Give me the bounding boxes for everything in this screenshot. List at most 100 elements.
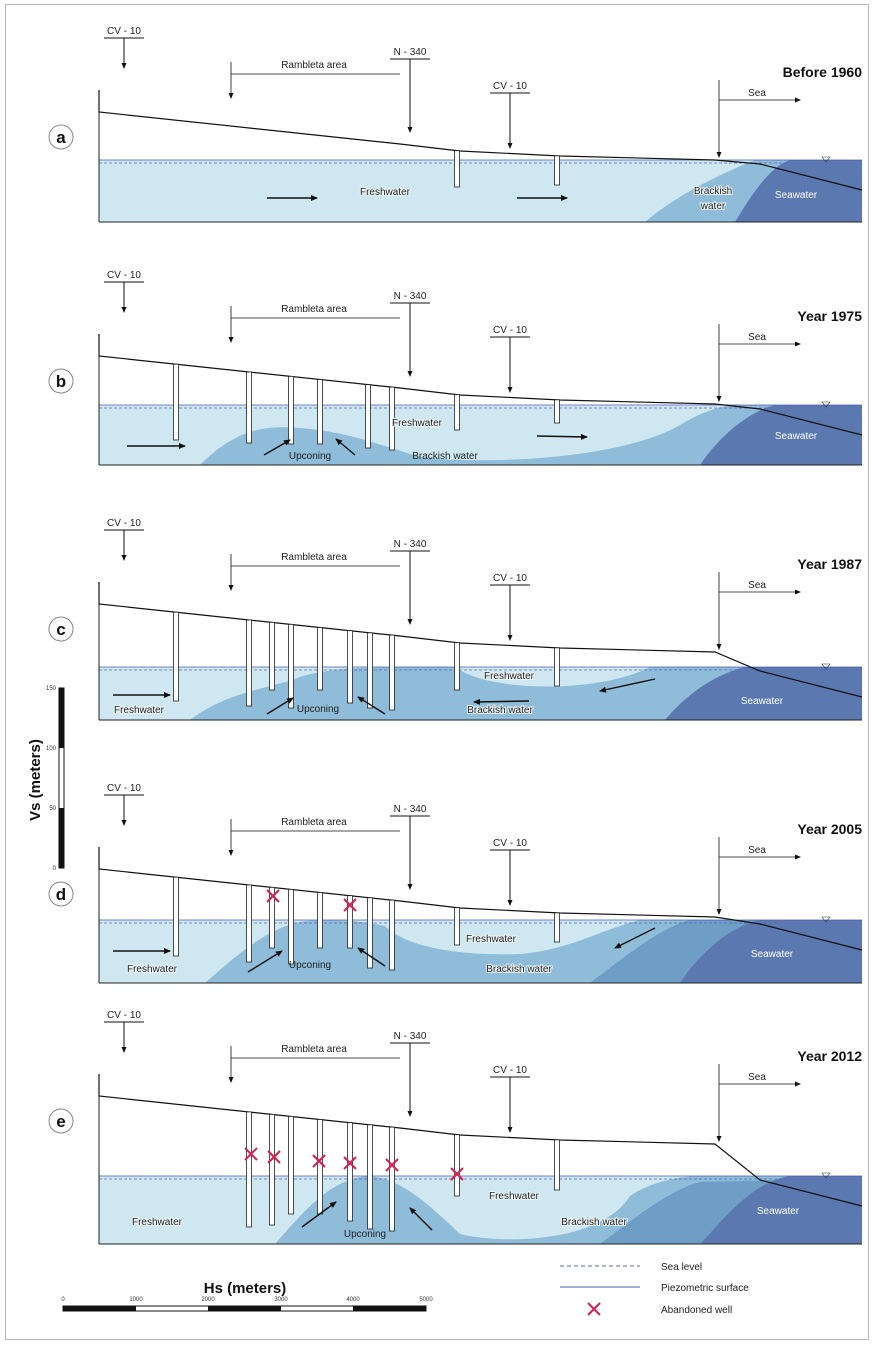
well [173,611,179,702]
well [454,394,460,431]
well [554,155,560,186]
zone-label-brackish-line2: water [700,201,726,212]
horizontal-scale: Hs (meters) 0 1000 2000 3000 4000 5000 [61,1280,433,1312]
panel-letter-circle [48,616,74,642]
seawater-zone [665,667,862,720]
well [246,1111,252,1228]
hs-tick: 2000 [201,1297,215,1303]
well [288,376,294,445]
zone-label-brackish: Brackish water [412,451,478,462]
flow-arrow [599,678,656,693]
n340-label: N - 340 [394,804,427,815]
well [367,1124,373,1230]
sea-label: Sea [748,1072,766,1083]
well [269,621,275,691]
panel-letter: b [56,372,66,391]
panel-letter-circle [48,1108,74,1134]
well [554,912,560,943]
zone-label-seawater: Seawater [757,1206,800,1217]
abandoned-well-icon [385,1158,399,1172]
well [269,886,275,949]
well [454,150,460,188]
flow-arrow [247,950,283,973]
legend: Sea level Piezometric surface Abandoned … [560,1262,749,1316]
vs-tick: 50 [49,806,56,812]
cv10-mid-label: CV - 10 [493,1065,527,1076]
rambleta-label: Rambleta area [281,552,347,563]
legend-piezometric: Piezometric surface [661,1283,749,1294]
hs-tick: 4000 [346,1297,360,1303]
abandoned-well-icon [267,1150,281,1164]
well [347,895,353,949]
brackish-zone [200,405,862,465]
panel-letter-circle [48,124,74,150]
panel-letter-circle [48,881,74,907]
zone-label-upconing: Upconing [297,704,339,715]
flow-arrow [357,947,386,967]
legend-sea-level: Sea level [661,1262,702,1273]
flow-arrow [301,1201,337,1228]
hs-tick: 5000 [419,1297,433,1303]
panel-letter: d [56,885,66,904]
well [454,642,460,691]
panel-year: Year 2012 [797,1048,862,1064]
cv10-mid-label: CV - 10 [493,573,527,584]
well [288,1116,294,1215]
well [367,632,373,709]
zone-label-seawater: Seawater [751,949,794,960]
zone-label-seawater: Seawater [775,431,818,442]
well [317,379,323,445]
vs-tick: 150 [46,686,57,692]
hs-tick: 0 [61,1297,65,1303]
well [173,363,179,441]
zone-label-brackish-line1: Brackish [694,186,732,197]
flow-arrow [473,698,530,705]
well [554,399,560,424]
sea-label: Sea [748,580,766,591]
cv10-left-label: CV - 10 [107,1010,141,1021]
sea-level-icon [821,401,831,408]
well [269,1113,275,1226]
hs-tick: 1000 [129,1297,143,1303]
well [389,634,395,711]
n340-label: N - 340 [394,1031,427,1042]
well [389,1126,395,1232]
vs-tick: 0 [53,866,57,872]
ground-surface [98,582,863,698]
well [347,630,353,704]
flow-arrow [263,439,291,456]
sea-level-icon [821,663,831,670]
flow-arrow [357,696,386,715]
hs-segment-5 [353,1306,426,1311]
well [288,889,294,965]
sea-level-icon [821,156,831,163]
vertical-scale: 150 100 50 0 Vs (meters) [27,686,65,872]
freshwater-lens [455,667,650,687]
flow-arrow [266,697,294,715]
vs-segment-1 [59,688,64,748]
cv10-mid-label: CV - 10 [493,81,527,92]
zone-label-upconing: Upconing [289,451,331,462]
abandoned-well-icon [343,1156,357,1170]
n340-label: N - 340 [394,291,427,302]
well [367,897,373,969]
zone-label-freshwater-left: Freshwater [127,964,178,975]
well [554,647,560,687]
flow-arrow [536,433,588,440]
ground-surface [98,1074,863,1207]
zone-label-freshwater: Freshwater [392,418,443,429]
seawater-zone [680,920,862,983]
freshwater-lens [380,920,640,955]
vs-tick: 100 [46,746,57,752]
flow-arrow [335,438,356,456]
well [389,386,395,451]
zone-label-freshwater-left: Freshwater [114,705,165,716]
sea-level-icon [821,1172,831,1179]
zone-label-freshwater-right: Freshwater [489,1191,540,1202]
panel-letter: e [56,1112,65,1131]
vs-segment-3 [59,808,64,868]
hs-segment-1 [63,1306,136,1311]
figure-frame [5,4,869,1340]
